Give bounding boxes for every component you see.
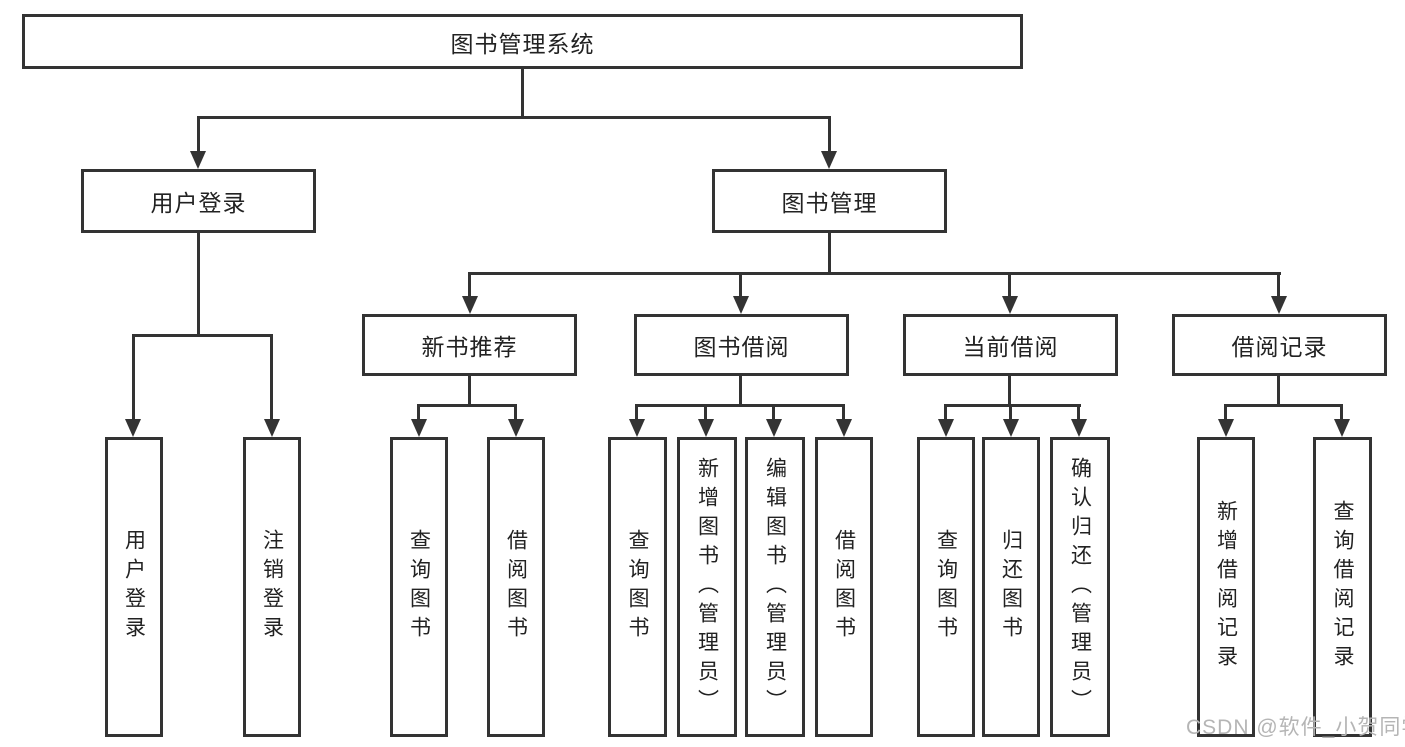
arrowhead-group4-leaf1 bbox=[1218, 419, 1234, 437]
connector-group3-rail bbox=[944, 404, 1081, 407]
arrowhead-group4-leaf2 bbox=[1334, 419, 1350, 437]
connector-group3-leaf3 bbox=[1077, 404, 1080, 421]
arrowhead-group2-leaf1 bbox=[629, 419, 645, 437]
connector-to-user-login bbox=[197, 116, 200, 152]
connector-to-borrow-group bbox=[739, 272, 742, 298]
connector-to-logout-leaf bbox=[270, 334, 273, 419]
node-borrow-books-recommend: 借阅图书 bbox=[487, 437, 545, 737]
arrowhead-group2-leaf3 bbox=[766, 419, 782, 437]
arrowhead-group2-leaf2 bbox=[698, 419, 714, 437]
arrowhead-to-current-group bbox=[1002, 296, 1018, 314]
arrowhead-to-book-mgmt bbox=[821, 151, 837, 169]
connector-group2-leaf2 bbox=[704, 404, 707, 421]
connector-group2-rail bbox=[635, 404, 845, 407]
connector-user-login-rail bbox=[132, 334, 273, 337]
node-user-login: 用户登录 bbox=[105, 437, 163, 737]
node-group-current-borrow: 当前借阅 bbox=[903, 314, 1118, 376]
arrowhead-group3-leaf2 bbox=[1003, 419, 1019, 437]
node-book-management: 图书管理 bbox=[712, 169, 947, 233]
connector-level2-rail bbox=[468, 272, 1281, 275]
connector-group1-stub bbox=[468, 376, 471, 406]
node-add-book-admin: 新增图书（管理员） bbox=[677, 437, 737, 737]
connector-root-stub bbox=[521, 69, 524, 118]
connector-group3-leaf2 bbox=[1009, 404, 1012, 421]
connector-level1-rail bbox=[197, 116, 831, 119]
node-query-books-recommend: 查询图书 bbox=[390, 437, 448, 737]
node-root: 图书管理系统 bbox=[22, 14, 1023, 69]
connector-book-mgmt-stub bbox=[828, 233, 831, 274]
node-edit-book-admin: 编辑图书（管理员） bbox=[745, 437, 805, 737]
arrowhead-to-new-book-group bbox=[462, 296, 478, 314]
connector-to-login-leaf bbox=[132, 334, 135, 419]
node-add-borrow-record: 新增借阅记录 bbox=[1197, 437, 1255, 737]
arrowhead-to-records-group bbox=[1271, 296, 1287, 314]
connector-group2-leaf4 bbox=[842, 404, 845, 421]
node-group-borrow-records: 借阅记录 bbox=[1172, 314, 1387, 376]
arrowhead-to-borrow-group bbox=[733, 296, 749, 314]
arrowhead-group1-leaf2 bbox=[508, 419, 524, 437]
csdn-watermark: CSDN @软件_小贺同学 bbox=[1186, 716, 1405, 739]
node-borrow-books: 借阅图书 bbox=[815, 437, 873, 737]
connector-group1-leaf1 bbox=[417, 404, 420, 421]
connector-to-records-group bbox=[1277, 272, 1280, 298]
arrowhead-to-logout-leaf bbox=[264, 419, 280, 437]
arrowhead-group2-leaf4 bbox=[836, 419, 852, 437]
node-logout: 注销登录 bbox=[243, 437, 301, 737]
arrowhead-to-user-login bbox=[190, 151, 206, 169]
node-group-new-book-recommend: 新书推荐 bbox=[362, 314, 577, 376]
connector-group4-leaf1 bbox=[1224, 404, 1227, 421]
node-return-book: 归还图书 bbox=[982, 437, 1040, 737]
connector-group3-leaf1 bbox=[944, 404, 947, 421]
connector-group2-stub bbox=[739, 376, 742, 406]
node-confirm-return-admin: 确认归还（管理员） bbox=[1050, 437, 1110, 737]
connector-to-new-book-group bbox=[468, 272, 471, 298]
connector-group3-stub bbox=[1008, 376, 1011, 406]
node-query-books-borrow: 查询图书 bbox=[608, 437, 667, 737]
connector-group2-leaf1 bbox=[635, 404, 638, 421]
connector-group1-leaf2 bbox=[514, 404, 517, 421]
connector-to-current-group bbox=[1008, 272, 1011, 298]
node-user-login-branch: 用户登录 bbox=[81, 169, 316, 233]
connector-user-login-stub bbox=[197, 233, 200, 336]
connector-group4-rail bbox=[1224, 404, 1343, 407]
connector-group1-rail bbox=[417, 404, 517, 407]
connector-group2-leaf3 bbox=[772, 404, 775, 421]
arrowhead-group3-leaf1 bbox=[938, 419, 954, 437]
arrowhead-group3-leaf3 bbox=[1071, 419, 1087, 437]
arrowhead-to-login-leaf bbox=[125, 419, 141, 437]
arrowhead-group1-leaf1 bbox=[411, 419, 427, 437]
node-query-books-current: 查询图书 bbox=[917, 437, 975, 737]
connector-to-book-mgmt bbox=[828, 116, 831, 152]
connector-group4-leaf2 bbox=[1340, 404, 1343, 421]
node-group-book-borrow: 图书借阅 bbox=[634, 314, 849, 376]
connector-group4-stub bbox=[1277, 376, 1280, 406]
node-query-borrow-record: 查询借阅记录 bbox=[1313, 437, 1372, 737]
